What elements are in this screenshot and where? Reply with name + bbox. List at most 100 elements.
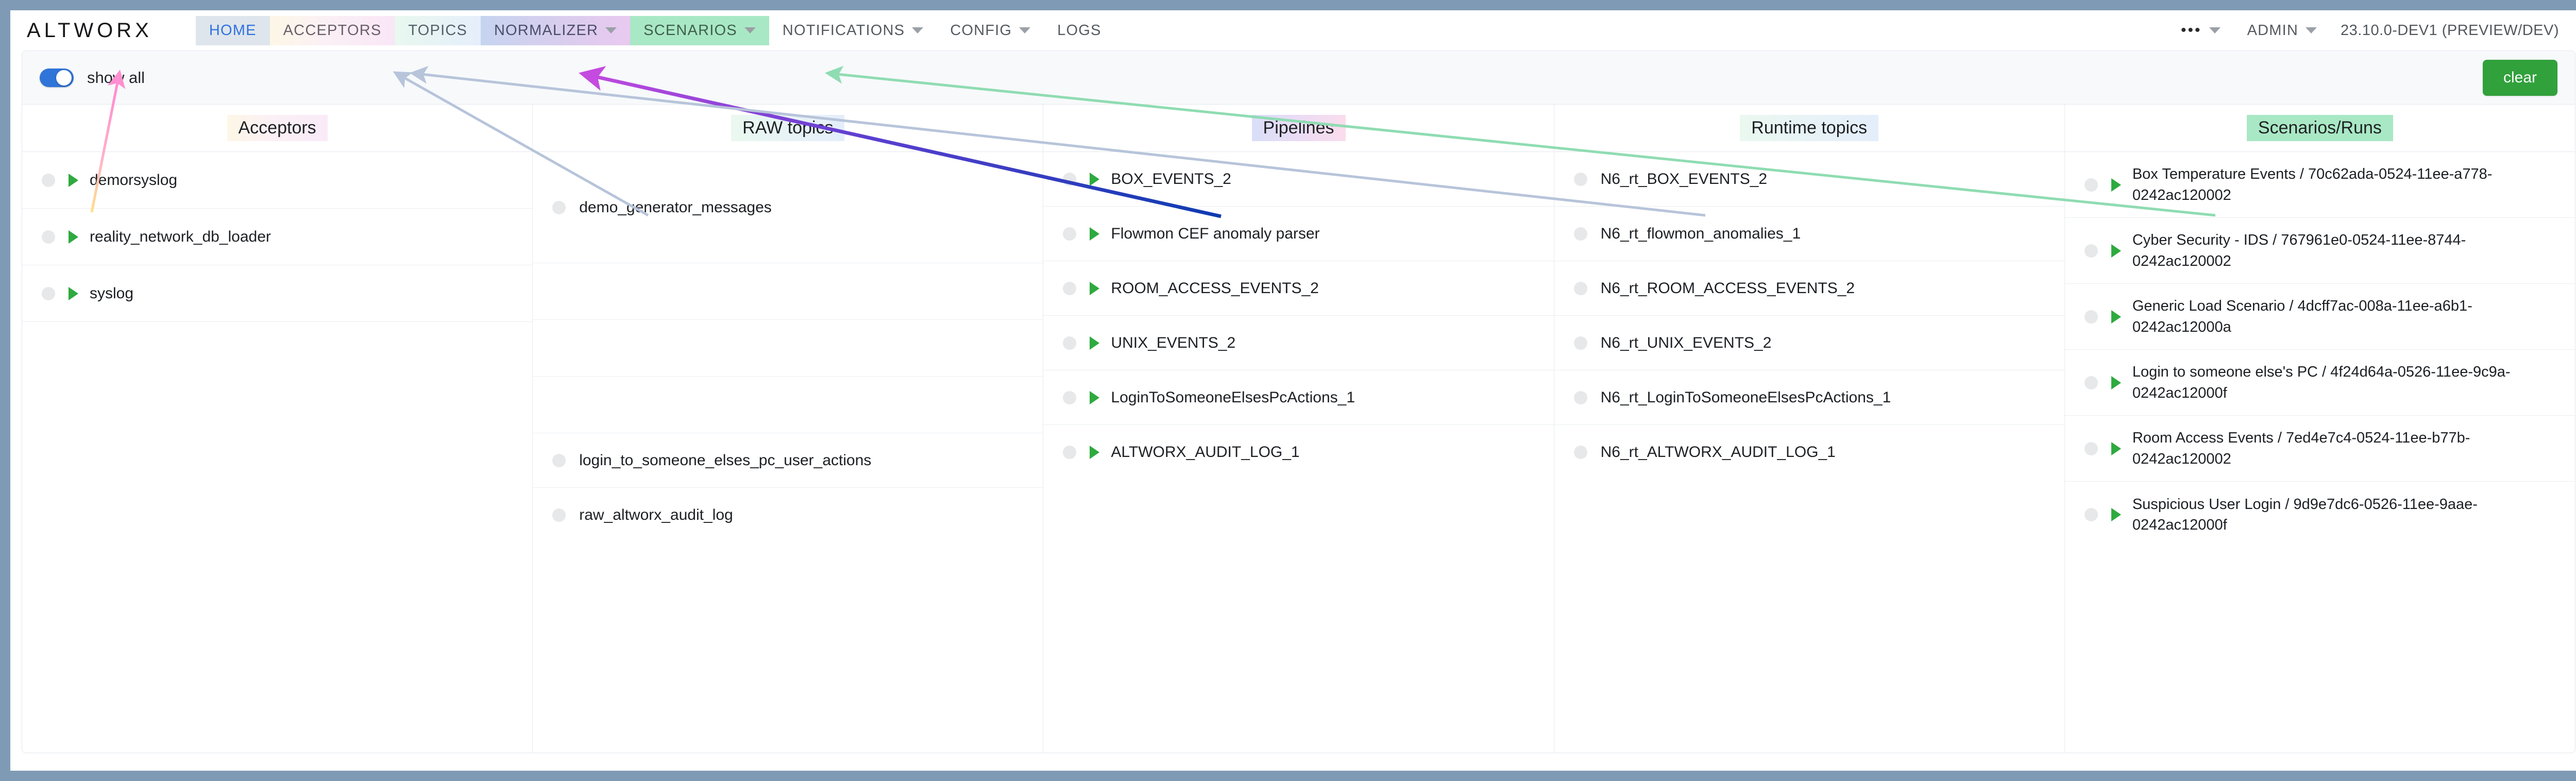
chevron-down-icon [744, 27, 756, 33]
nav-item-home[interactable]: HOME [195, 15, 270, 45]
list-item-label: Generic Load Scenario / 4dcff7ac-008a-11… [2132, 298, 2472, 335]
column-header-raw-topics: RAW topics [533, 105, 1043, 152]
list-item-label: N6_rt_LoginToSomeoneElsesPcActions_1 [1600, 388, 1891, 406]
nav-right-group: ••• ADMIN 23.10.0-DEV1 (PREVIEW/DEV) [2167, 16, 2569, 45]
status-dot-icon [1573, 281, 1587, 295]
list-item[interactable]: Room Access Events / 7ed4e7c4-0524-11ee-… [2064, 416, 2575, 482]
play-icon[interactable] [1090, 227, 1100, 241]
list-item-label: BOX_EVENTS_2 [1111, 170, 1231, 188]
list-item[interactable]: N6_rt_BOX_EVENTS_2 [1554, 152, 2064, 207]
list-item[interactable]: N6_rt_flowmon_anomalies_1 [1554, 207, 2064, 261]
overflow-menu[interactable]: ••• [2167, 16, 2234, 44]
ellipsis-icon: ••• [2181, 22, 2202, 39]
column-scenarios-runs-rows: Box Temperature Events / 70c62ada-0524-1… [2064, 152, 2575, 548]
status-dot-icon [1063, 390, 1077, 404]
list-item[interactable]: syslog [22, 265, 533, 322]
list-item[interactable]: Login to someone else's PC / 4f24d64a-05… [2064, 350, 2575, 416]
status-dot-icon [1573, 446, 1587, 459]
list-item[interactable]: ALTWORX_AUDIT_LOG_1 [1043, 425, 1553, 480]
column-runtime-topics-rows: N6_rt_BOX_EVENTS_2 N6_rt_flowmon_anomali… [1554, 152, 2064, 480]
status-dot-icon [2084, 442, 2098, 455]
list-item-label: Suspicious User Login / 9d9e7dc6-0526-11… [2132, 496, 2478, 533]
list-item[interactable]: Suspicious User Login / 9d9e7dc6-0526-11… [2065, 482, 2575, 548]
nav-item-scenarios[interactable]: SCENARIOS [630, 15, 769, 45]
list-item[interactable]: Box Temperature Events / 70c62ada-0524-1… [2064, 152, 2575, 218]
column-raw-topics: RAW topics demo_generator_messages login… [533, 105, 1044, 753]
chevron-down-icon [1019, 27, 1031, 33]
play-icon[interactable] [2111, 442, 2121, 455]
nav-item-notifications-label: NOTIFICATIONS [782, 22, 905, 39]
column-raw-topics-rows: demo_generator_messages login_to_someone… [533, 152, 1043, 542]
list-item-label: demorsyslog [90, 171, 178, 189]
list-item[interactable]: LoginToSomeoneElsesPcActions_1 [1043, 370, 1554, 425]
play-icon[interactable] [1090, 446, 1100, 459]
nav-item-normalizer[interactable]: NORMALIZER [481, 15, 631, 45]
list-item[interactable]: N6_rt_UNIX_EVENTS_2 [1554, 316, 2064, 370]
list-item[interactable]: BOX_EVENTS_2 [1043, 152, 1554, 207]
column-header-acceptors-label: Acceptors [227, 115, 328, 141]
show-all-toggle[interactable] [40, 68, 74, 87]
nav-item-admin[interactable]: ADMIN [2234, 16, 2330, 45]
status-dot-icon [2084, 244, 2098, 258]
nav-item-topics-label: TOPICS [408, 22, 468, 39]
nav-item-notifications[interactable]: NOTIFICATIONS [769, 16, 937, 45]
list-item-label: Cyber Security - IDS / 767961e0-0524-11e… [2132, 232, 2466, 269]
column-runtime-topics: Runtime topics N6_rt_BOX_EVENTS_2 N6_rt_… [1554, 105, 2065, 753]
column-acceptors-rows: demorsyslog reality_network_db_loader sy… [22, 152, 533, 753]
column-filler [22, 662, 532, 719]
list-item-label: Login to someone else's PC / 4f24d64a-05… [2132, 364, 2511, 401]
list-item[interactable]: Generic Load Scenario / 4dcff7ac-008a-11… [2064, 284, 2575, 350]
nav-item-home-label: HOME [209, 22, 257, 39]
play-icon[interactable] [2111, 178, 2121, 192]
list-item-label: demo_generator_messages [579, 198, 772, 216]
list-item[interactable]: N6_rt_ALTWORX_AUDIT_LOG_1 [1554, 425, 2064, 480]
status-dot-icon [2084, 508, 2098, 521]
status-dot-icon [42, 286, 55, 300]
list-item-label: LoginToSomeoneElsesPcActions_1 [1111, 388, 1355, 406]
play-icon[interactable] [69, 230, 78, 244]
column-pipelines-rows: BOX_EVENTS_2 Flowmon CEF anomaly parser … [1043, 152, 1554, 480]
list-item[interactable]: Cyber Security - IDS / 767961e0-0524-11e… [2064, 218, 2575, 284]
play-icon[interactable] [1090, 390, 1100, 404]
list-item[interactable]: demorsyslog [22, 152, 533, 209]
nav-item-topics[interactable]: TOPICS [395, 15, 481, 45]
list-item[interactable]: Flowmon CEF anomaly parser [1043, 207, 1554, 261]
column-header-runtime-topics: Runtime topics [1554, 105, 2064, 152]
status-dot-icon [552, 200, 566, 214]
pipeline-grid: Acceptors demorsyslog reality_network_db… [22, 105, 2575, 753]
play-icon[interactable] [69, 286, 78, 300]
show-all-toggle-group[interactable]: show all [40, 68, 145, 87]
clear-button[interactable]: clear [2482, 59, 2557, 96]
list-item[interactable]: reality_network_db_loader [22, 209, 533, 265]
list-item[interactable]: login_to_someone_elses_pc_user_actions [533, 433, 1043, 488]
list-item[interactable]: demo_generator_messages [533, 152, 1043, 263]
column-filler [22, 492, 532, 549]
column-header-raw-topics-label: RAW topics [731, 115, 845, 141]
play-icon[interactable] [1090, 281, 1100, 295]
nav-item-config[interactable]: CONFIG [937, 16, 1044, 45]
play-icon[interactable] [2111, 508, 2121, 521]
list-item[interactable]: N6_rt_LoginToSomeoneElsesPcActions_1 [1554, 370, 2064, 425]
play-icon[interactable] [1090, 336, 1100, 350]
status-dot-icon [1573, 336, 1587, 350]
column-header-scenarios-runs-label: Scenarios/Runs [2246, 115, 2393, 141]
list-item[interactable]: N6_rt_ROOM_ACCESS_EVENTS_2 [1554, 261, 2064, 316]
play-icon[interactable] [1090, 172, 1100, 186]
list-item[interactable]: UNIX_EVENTS_2 [1043, 316, 1554, 370]
chevron-down-icon [2306, 27, 2317, 33]
list-item[interactable]: ROOM_ACCESS_EVENTS_2 [1043, 261, 1554, 316]
main-nav: HOME ACCEPTORS TOPICS NORMALIZER SCENARI… [195, 15, 1115, 45]
play-icon[interactable] [2111, 310, 2121, 324]
nav-item-acceptors[interactable]: ACCEPTORS [269, 15, 395, 45]
status-dot-icon [2084, 310, 2098, 324]
list-item-label: ROOM_ACCESS_EVENTS_2 [1111, 279, 1319, 297]
play-icon[interactable] [69, 173, 78, 187]
column-header-pipelines: Pipelines [1043, 105, 1554, 152]
play-icon[interactable] [2111, 376, 2121, 389]
chevron-down-icon [2209, 27, 2221, 33]
column-header-runtime-topics-label: Runtime topics [1740, 115, 1879, 141]
nav-item-logs[interactable]: LOGS [1044, 16, 1114, 45]
play-icon[interactable] [2111, 244, 2121, 258]
list-item[interactable]: raw_altworx_audit_log [533, 488, 1043, 542]
toggle-knob [56, 70, 72, 86]
